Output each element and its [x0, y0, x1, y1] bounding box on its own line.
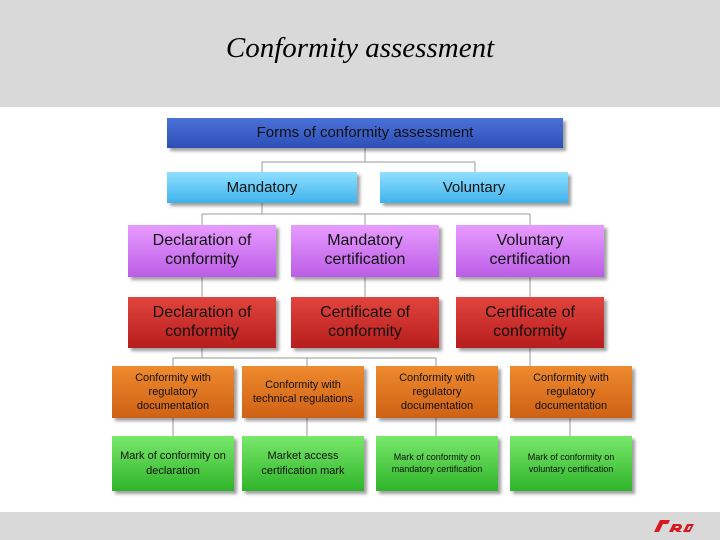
- mandatory-certification-label: Mandatory certification: [324, 232, 406, 268]
- voluntary-certificate-box: Certificate of conformity: [456, 297, 604, 348]
- mandatory-certification-box: Mandatory certification: [291, 225, 439, 277]
- voluntary-label: Voluntary: [442, 178, 506, 196]
- declaration-document-box: Declaration of conformity: [128, 297, 276, 348]
- mandatory-box: Mandatory: [167, 172, 357, 203]
- voluntary-box: Voluntary: [380, 172, 568, 203]
- basis-regulatory-documentation-box: Conformity with regulatory documentation: [112, 366, 234, 418]
- declaration-document-label: Declaration of conformity: [152, 303, 252, 340]
- mark-on-declaration-box: Mark of conformity on declaration: [112, 436, 234, 491]
- mandatory-certificate-box: Certificate of conformity: [291, 297, 439, 348]
- basis-technical-regulations-box: Conformity with technical regulations: [242, 366, 364, 418]
- basis-mandatory-regulatory-box: Conformity with regulatory documentation: [376, 366, 498, 418]
- header-band: [0, 0, 720, 107]
- mark-mandatory-certification-box: Mark of conformity on mandatory certific…: [376, 436, 498, 491]
- forms-of-conformity-assessment-label: Forms of conformity assessment: [256, 124, 474, 142]
- basis-voluntary-regulatory-box: Conformity with regulatory documentation: [510, 366, 632, 418]
- basis-label: Conformity with regulatory documentation: [399, 371, 475, 413]
- company-logo-icon: [654, 520, 694, 532]
- mark-label: Mark of conformity on voluntary certific…: [527, 451, 615, 474]
- basis-label: Conformity with technical regulations: [252, 378, 354, 405]
- declaration-form-label: Declaration of conformity: [152, 232, 252, 268]
- voluntary-certificate-label: Certificate of conformity: [485, 303, 575, 340]
- declaration-form-box: Declaration of conformity: [128, 225, 276, 277]
- market-access-mark-box: Market access certification mark: [242, 436, 364, 491]
- slide-title: Conformity assessment: [225, 32, 495, 64]
- mandatory-label: Mandatory: [226, 178, 298, 196]
- mark-label: Mark of conformity on mandatory certific…: [391, 451, 483, 474]
- basis-label: Conformity with regulatory documentation: [533, 371, 609, 413]
- footer-band: [0, 512, 720, 540]
- forms-of-conformity-assessment-box: Forms of conformity assessment: [167, 118, 563, 148]
- basis-label: Conformity with regulatory documentation: [135, 371, 211, 413]
- mandatory-certificate-label: Certificate of conformity: [320, 303, 410, 340]
- mark-label: Market access certification mark: [261, 450, 345, 477]
- voluntary-certification-box: Voluntary certification: [456, 225, 604, 277]
- voluntary-certification-label: Voluntary certification: [489, 232, 571, 268]
- mark-label: Mark of conformity on declaration: [120, 450, 226, 477]
- mark-voluntary-certification-box: Mark of conformity on voluntary certific…: [510, 436, 632, 491]
